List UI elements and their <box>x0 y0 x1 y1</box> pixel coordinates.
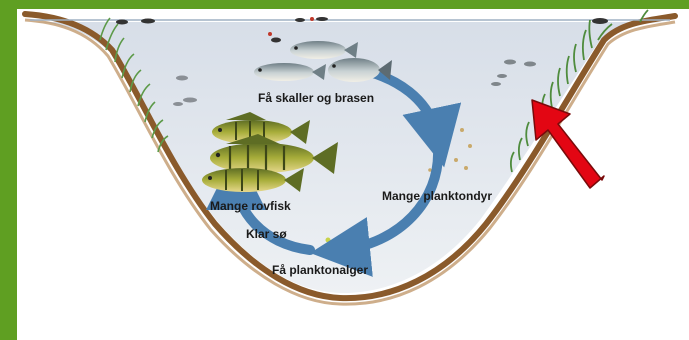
label-few-algae: Få planktonalger <box>272 263 368 277</box>
label-few-roach-bream: Få skaller og brasen <box>258 91 374 105</box>
lake-ecosystem-diagram: Få skaller og brasen Mange planktondyr M… <box>17 9 689 340</box>
label-many-zooplankton: Mange planktondyr <box>382 189 492 203</box>
slide-canvas: Få skaller og brasen Mange planktondyr M… <box>17 9 689 340</box>
label-many-predators: Mange rovfisk <box>210 199 291 213</box>
label-clear-lake: Klar sø <box>246 227 287 241</box>
